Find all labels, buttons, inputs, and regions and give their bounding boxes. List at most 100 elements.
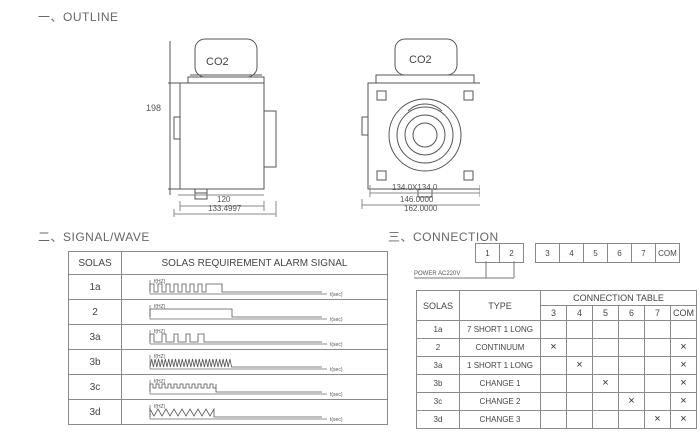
signal-row: 3b f(HZ) t(sec): [68, 349, 388, 375]
signal-waveform-cell: f(HZ) t(sec): [121, 324, 388, 350]
signal-waveform-cell: f(HZ) t(sec): [121, 299, 388, 325]
signal-waveform-cell: f(HZ) t(sec): [121, 349, 388, 375]
x-mark-icon: ×: [628, 395, 635, 407]
axis-y-label: f(HZ): [154, 329, 166, 335]
pin-6: 6: [607, 243, 632, 263]
conn-row-type: 7 SHORT 1 LONG: [459, 320, 541, 339]
conn-row-solas: 3d: [416, 410, 460, 429]
axis-y-label: f(HZ): [154, 404, 166, 410]
waveform-path: [149, 283, 322, 293]
conn-header-type: TYPE: [459, 290, 541, 321]
axis-y-label: f(HZ): [154, 354, 166, 360]
conn-col-7: 7: [644, 305, 671, 321]
conn-col-com: COM: [670, 305, 697, 321]
front-co2-label: CO2: [409, 54, 432, 66]
signal-waveform-cell: f(HZ) t(sec): [121, 274, 388, 300]
pin-4: 4: [559, 243, 584, 263]
conn-cell: ×: [592, 374, 619, 393]
signal-waveform-cell: f(HZ) t(sec): [121, 399, 388, 425]
conn-cell: [540, 374, 567, 393]
axis-x-label: t(sec): [330, 292, 343, 298]
waveform-path: [149, 308, 322, 318]
signal-header-requirement: SOLAS REQUIREMENT ALARM SIGNAL: [121, 251, 388, 275]
x-mark-icon: ×: [550, 341, 557, 353]
conn-cell: ×: [670, 410, 697, 429]
conn-cell: ×: [540, 338, 567, 357]
conn-cell: [592, 338, 619, 357]
side-co2-label: CO2: [206, 56, 229, 68]
conn-col-3: 3: [540, 305, 567, 321]
conn-cell: ×: [670, 374, 697, 393]
conn-cell: [566, 374, 593, 393]
axis-x-label: t(sec): [330, 367, 343, 373]
conn-row-solas: 3b: [416, 374, 460, 393]
conn-cell: [540, 320, 567, 339]
signal-waveform: f(HZ) t(sec): [149, 329, 343, 348]
waveform-path: [149, 383, 322, 393]
conn-cell: [618, 374, 645, 393]
signal-waveform: f(HZ) t(sec): [149, 404, 343, 423]
conn-header-table: CONNECTION TABLE: [540, 290, 697, 306]
axis-x-label: t(sec): [330, 317, 343, 323]
power-wiring: [414, 261, 515, 279]
conn-cell: [566, 410, 593, 429]
conn-col-6: 6: [618, 305, 645, 321]
conn-col-5: 5: [592, 305, 619, 321]
conn-row-type: 1 SHORT 1 LONG: [459, 356, 541, 375]
section-outline-title: 一、OUTLINE: [38, 10, 119, 24]
x-mark-icon: ×: [680, 413, 687, 425]
conn-cell: ×: [670, 356, 697, 375]
dim-height-label: 198: [146, 103, 162, 113]
signal-row: 2 f(HZ) t(sec): [68, 299, 388, 325]
axis-y-label: f(HZ): [154, 379, 166, 385]
pin-7: 7: [631, 243, 656, 263]
x-mark-icon: ×: [680, 395, 687, 407]
conn-cell: [618, 410, 645, 429]
conn-cell: ×: [644, 410, 671, 429]
x-mark-icon: ×: [680, 359, 687, 371]
x-mark-icon: ×: [576, 359, 583, 371]
conn-cell: [592, 320, 619, 339]
dim-120-label: 120: [217, 195, 231, 204]
conn-cell: [592, 410, 619, 429]
conn-header-solas: SOLAS: [416, 290, 460, 321]
axis-x-label: t(sec): [330, 417, 343, 423]
conn-cell: [618, 356, 645, 375]
signal-waveform-cell: f(HZ) t(sec): [121, 374, 388, 400]
conn-row-solas: 1a: [416, 320, 460, 339]
conn-cell: [566, 320, 593, 339]
conn-cell: [592, 392, 619, 411]
signal-waveform: f(HZ) t(sec): [149, 304, 343, 323]
pin-2: 2: [499, 243, 524, 263]
conn-cell: ×: [618, 392, 645, 411]
conn-cell: [566, 338, 593, 357]
front-view: [361, 38, 480, 209]
signal-row: 3c f(HZ) t(sec): [68, 374, 388, 400]
conn-cell: ×: [670, 392, 697, 411]
pin-5: 5: [583, 243, 608, 263]
conn-cell: [540, 392, 567, 411]
signal-table: SOLAS SOLAS REQUIREMENT ALARM SIGNAL 1a …: [68, 251, 388, 425]
conn-cell: [644, 338, 671, 357]
conn-row-type: CHANGE 3: [459, 410, 541, 429]
dim-162-label: 162.0000: [404, 204, 438, 213]
waveform-path: [149, 358, 322, 368]
conn-row-solas: 3a: [416, 356, 460, 375]
signal-row-label: 2: [68, 299, 122, 325]
conn-cell: [618, 320, 645, 339]
signal-row: 1a f(HZ) t(sec): [68, 274, 388, 300]
x-mark-icon: ×: [654, 413, 661, 425]
x-mark-icon: ×: [602, 377, 609, 389]
signal-row-label: 3c: [68, 374, 122, 400]
signal-waveform: f(HZ) t(sec): [149, 379, 343, 398]
conn-row-type: CONTINUUM: [459, 338, 541, 357]
conn-cell: [644, 356, 671, 375]
conn-row-solas: 3c: [416, 392, 460, 411]
conn-cell: [566, 392, 593, 411]
